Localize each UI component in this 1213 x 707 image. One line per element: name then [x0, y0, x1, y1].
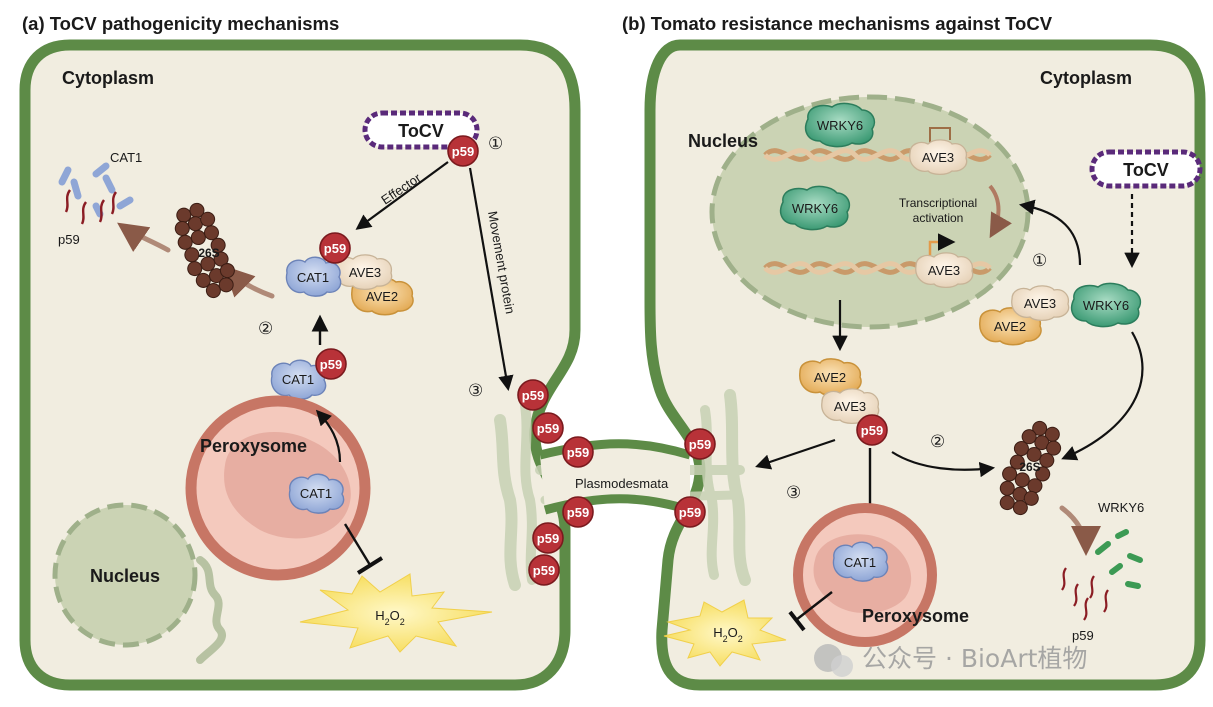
panel-b-ave3-top-label: AVE3 [922, 150, 954, 165]
panel-b-h2o2-inhibit-line [795, 591, 833, 621]
pd-p59-a5: p59 [532, 522, 564, 554]
p59-label: p59 [324, 241, 346, 256]
panel-b-ave3-cyto-label: AVE3 [1024, 296, 1056, 311]
p59-label: p59 [537, 421, 559, 436]
panel-b-26s-label: 26S [1019, 460, 1040, 474]
p59-label: p59 [679, 505, 701, 520]
panel-a-tocv-virus: ToCV [362, 110, 480, 150]
pd-p59-a3: p59 [562, 436, 594, 468]
transcriptional-arrow [988, 184, 1012, 239]
p59-label: p59 [567, 445, 589, 460]
transcriptional-label-1: Transcriptional [899, 196, 977, 210]
movement-arrow [468, 167, 514, 392]
panel-a-ave2-label: AVE2 [366, 289, 398, 304]
panel-a-p59-virus: p59 [447, 135, 479, 167]
panel-b-degradation-arrow [1059, 505, 1101, 556]
panel-b-step3-arrow [755, 438, 836, 470]
panel-b-tocv-virus: ToCV [1089, 149, 1203, 189]
panel-a-tocv-label: ToCV [398, 121, 444, 141]
panel-b-ave3-bottom-label: AVE3 [928, 263, 960, 278]
pd-p59-a2: p59 [532, 412, 564, 444]
panel-a-cat1-fragments-label: CAT1 [110, 150, 142, 165]
panel-b-step1-arrow [1018, 199, 1082, 266]
panel-a-h2o2-burst [299, 573, 493, 653]
panel-b-wrky6-fragments-label: WRKY6 [1098, 500, 1144, 515]
panel-a-degraded-fragments [58, 162, 134, 225]
panel-a-h2o2-label: H2O2 [375, 608, 405, 627]
p59-label: p59 [689, 437, 711, 452]
plasmodesmata-label: Plasmodesmata [575, 476, 669, 491]
p59-label: p59 [533, 563, 555, 578]
panel-b-p59-complex: p59 [856, 414, 888, 446]
panel-b-nucleus-label: Nucleus [688, 131, 758, 151]
panel-a-nucleus [52, 502, 198, 648]
panel-a-step1: ① [488, 134, 503, 154]
panel-a-step3: ③ [468, 381, 483, 401]
pd-p59-a1: p59 [517, 379, 549, 411]
panel-b-step2: ② [930, 432, 945, 452]
panel-a-degradation-arrow-1 [117, 222, 171, 253]
panel-a-title: (a) ToCV pathogenicity mechanisms [22, 13, 339, 34]
watermark: 公众号 · BioArt植物 [814, 644, 1087, 677]
panel-b-ave2-complex-label: AVE2 [814, 370, 846, 385]
panel-b-h2o2-burst [663, 599, 787, 667]
panel-b-ave2-cyto-label: AVE2 [994, 319, 1026, 334]
panel-b-wrky6-cyto-label: WRKY6 [1083, 298, 1129, 313]
p59-label: p59 [537, 531, 559, 546]
pd-p59-b1: p59 [684, 428, 716, 460]
panel-a-inhibit-bar [356, 556, 384, 575]
p59-label: p59 [452, 144, 474, 159]
panel-a-cat1-exit-label: CAT1 [282, 372, 314, 387]
panel-b-step2-arrow [891, 451, 996, 478]
watermark-text: 公众号 · BioArt植物 [862, 644, 1087, 673]
panel-b-step3: ③ [786, 483, 801, 503]
p59-label: p59 [522, 388, 544, 403]
p59-label: p59 [861, 423, 883, 438]
panel-b-cat1-label: CAT1 [844, 555, 876, 570]
panel-a-nucleus-label: Nucleus [90, 566, 160, 586]
panel-b-step1: ① [1032, 251, 1047, 271]
panel-a-export-arrow [315, 409, 342, 463]
panel-a-p59-fragments-label: p59 [58, 232, 80, 247]
panel-b-wrky6-free-label: WRKY6 [792, 201, 838, 216]
panel-a-peroxysome-label: Peroxysome [200, 436, 307, 456]
panel-b-title: (b) Tomato resistance mechanisms against… [622, 13, 1053, 34]
panel-b-tocv-label: ToCV [1123, 160, 1169, 180]
panel-a-cytoplasm-label: Cytoplasm [62, 68, 154, 88]
panel-b-cytoplasm-label: Cytoplasm [1040, 68, 1132, 88]
panel-b-p59-fragments-label: p59 [1072, 628, 1094, 643]
p59-label: p59 [320, 357, 342, 372]
panel-a-er-strand [196, 556, 226, 664]
panel-a-26s-label: 26S [198, 246, 219, 260]
pd-p59-b2: p59 [674, 496, 706, 528]
panel-b-h2o2-inhibit-bar [788, 610, 806, 632]
pd-p59-a6: p59 [528, 554, 560, 586]
panel-a-inhibit-line [343, 523, 372, 566]
panel-b-wrky6-degradation-arrow [1061, 331, 1144, 461]
panel-a-ave3-label: AVE3 [349, 265, 381, 280]
transcriptional-label-2: activation [913, 211, 964, 225]
panel-a-cat1-complex-label: CAT1 [297, 270, 329, 285]
panel-a-step2: ② [258, 319, 273, 339]
panel-a-p59-exit: p59 [315, 348, 347, 380]
p59-label: p59 [567, 505, 589, 520]
pd-p59-a4: p59 [562, 496, 594, 528]
panel-b-peroxysome-label: Peroxysome [862, 606, 969, 626]
panel-b-ave3-complex-label: AVE3 [834, 399, 866, 414]
effector-arrow [355, 161, 449, 230]
panel-b-h2o2-label: H2O2 [713, 625, 743, 644]
panel-b-wrky6-dna-label: WRKY6 [817, 118, 863, 133]
panel-a-p59-complex: p59 [319, 232, 351, 264]
panel-a-cat1-inside-label: CAT1 [300, 486, 332, 501]
panel-b-degraded-fragments [1061, 529, 1143, 621]
